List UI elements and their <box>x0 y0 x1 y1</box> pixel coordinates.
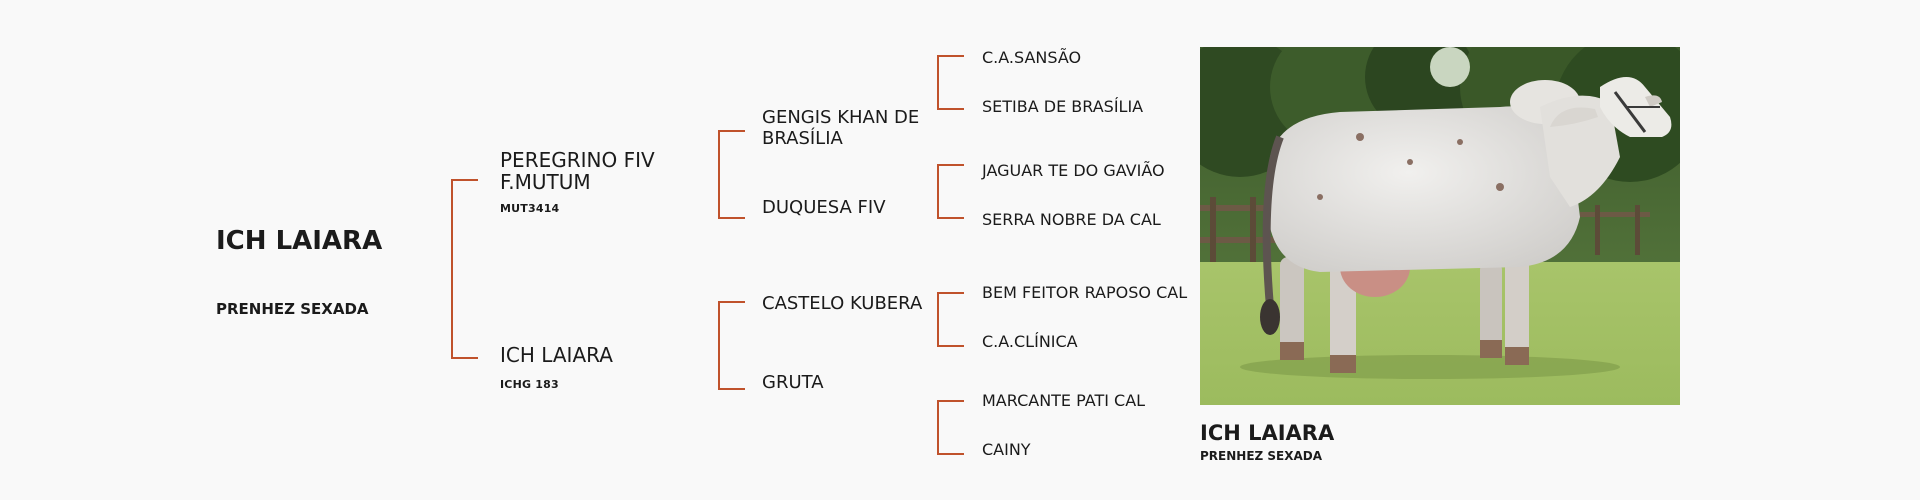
parents-bracket <box>451 179 478 359</box>
dam-registration: ICHG 183 <box>500 378 559 391</box>
great-grandparent-7: MARCANTE PATI CAL <box>982 391 1146 410</box>
animal-subtitle: PRENHEZ SEXADA <box>216 300 369 318</box>
great-grandparents-bracket-4 <box>937 400 964 455</box>
sire-name: PEREGRINO FIV F.MUTUM <box>500 148 655 194</box>
paternal-grandparents-bracket <box>718 130 745 219</box>
maternal-grandparents-bracket <box>718 301 745 390</box>
photo-caption-name: ICH LAIARA <box>1200 421 1335 445</box>
maternal-grandsire-name: CASTELO KUBERA <box>762 293 923 314</box>
great-grandparents-bracket-3 <box>937 292 964 347</box>
great-grandparent-2: SETIBA DE BRASÍLIA <box>982 97 1144 116</box>
great-grandparents-bracket-2 <box>937 164 964 219</box>
great-grandparent-1: C.A.SANSÃO <box>982 48 1082 67</box>
great-grandparents-bracket-1 <box>937 55 964 110</box>
great-grandparent-8: CAINY <box>982 440 1031 459</box>
animal-photo <box>1200 47 1680 405</box>
great-grandparent-6: C.A.CLÍNICA <box>982 332 1078 351</box>
great-grandparent-5: BEM FEITOR RAPOSO CAL <box>982 283 1188 302</box>
great-grandparent-3: JAGUAR TE DO GAVIÃO <box>982 161 1165 180</box>
animal-name: ICH LAIARA <box>216 226 383 256</box>
great-grandparent-4: SERRA NOBRE DA CAL <box>982 210 1161 229</box>
photo-caption-subtitle: PRENHEZ SEXADA <box>1200 449 1323 463</box>
dam-name: ICH LAIARA <box>500 343 613 367</box>
maternal-granddam-name: GRUTA <box>762 372 824 393</box>
paternal-granddam-name: DUQUESA FIV <box>762 197 886 218</box>
paternal-grandsire-name: GENGIS KHAN DE BRASÍLIA <box>762 107 920 149</box>
sire-registration: MUT3414 <box>500 202 560 215</box>
